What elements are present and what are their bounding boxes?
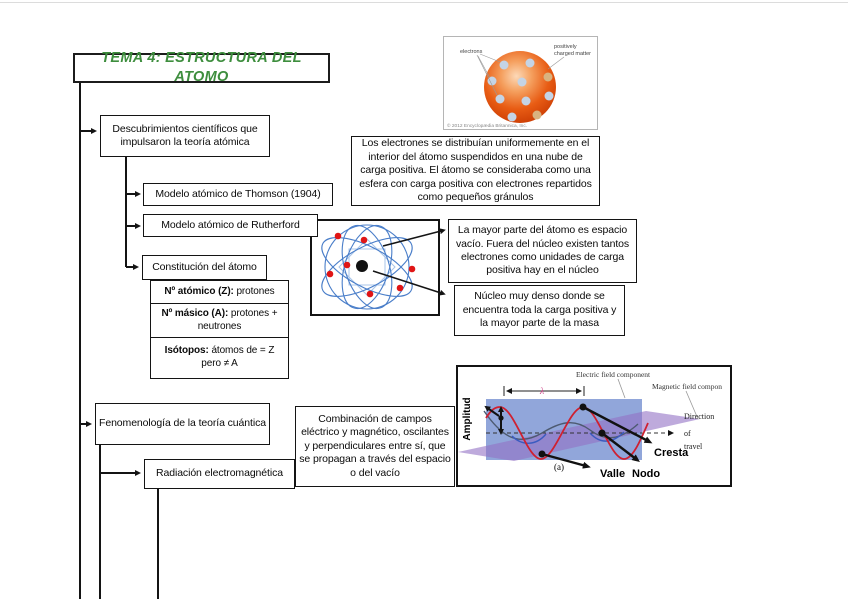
magnetic-leader-line bbox=[685, 390, 699, 420]
electric-field-label: Electric field component bbox=[576, 370, 651, 379]
page-edge bbox=[0, 2, 848, 3]
numero-masico-text: Nº másico (A): protones + neutrones bbox=[161, 308, 278, 332]
nucleus-dot bbox=[356, 260, 368, 272]
subfigure-label: (a) bbox=[554, 462, 564, 472]
direction-label-3: travel bbox=[684, 442, 703, 451]
trough-label: Valle bbox=[600, 468, 625, 480]
amplitude-arrows bbox=[484, 405, 504, 435]
positive-matter-label-2: charged matter bbox=[554, 51, 591, 57]
em-wave-graphic: λ Amplitud Cresta Valle Nodo (a) bbox=[458, 370, 722, 480]
magnetic-field-label: Magnetic field compon bbox=[652, 382, 722, 391]
direction-label-1: Direction bbox=[684, 412, 714, 421]
plum-pudding-graphic: electrons positively charged matter © 20… bbox=[447, 44, 591, 129]
electrons-label: electrons bbox=[460, 49, 483, 55]
node-isotopos: Isótopos: átomos de = Z pero ≠ A bbox=[150, 337, 289, 379]
node-radiacion: Radiación electromagnética bbox=[144, 459, 295, 489]
thomson-model-figure: electrons positively charged matter © 20… bbox=[443, 36, 598, 130]
rutherford-model-figure bbox=[310, 219, 440, 316]
magnetic-wave bbox=[483, 410, 639, 440]
node-numero-masico: Nº másico (A): protones + neutrones bbox=[150, 303, 289, 339]
lambda-label: λ bbox=[539, 387, 544, 397]
magnetic-wave-blue-1 bbox=[511, 433, 547, 444]
figure-credit: © 2012 Encyclopædia Britannica, Inc. bbox=[447, 122, 527, 129]
node-fenomenologia: Fenomenología de la teoría cuántica bbox=[95, 403, 270, 445]
node-modelo-thomson: Modelo atómico de Thomson (1904) bbox=[143, 183, 333, 206]
positive-matter-label-1: positively bbox=[554, 44, 577, 50]
note-rutherford-nucleo: Núcleo muy denso donde se encuentra toda… bbox=[454, 285, 625, 336]
direction-label-2: of bbox=[684, 429, 691, 438]
page-title: TEMA 4: ESTRUCTURA DEL ATOMO bbox=[73, 50, 330, 85]
electric-leader-line bbox=[617, 378, 626, 399]
note-thomson-desc: Los electrones se distribuían uniformeme… bbox=[351, 136, 600, 206]
magnetic-wave-blue-2 bbox=[589, 431, 625, 442]
wavelength-measure: λ bbox=[503, 386, 585, 397]
node-label: Nodo bbox=[632, 468, 660, 480]
node-descubrimientos: Descubrimientos científicos que impulsar… bbox=[100, 115, 270, 157]
numero-atomico-text: Nº atómico (Z): protones bbox=[164, 286, 275, 298]
electron-dots bbox=[487, 58, 554, 122]
note-radiacion-desc: Combinación de campos eléctrico y magnét… bbox=[295, 406, 455, 487]
feature-callouts bbox=[538, 403, 653, 469]
node-constitucion-atomo: Constitución del átomo bbox=[142, 255, 267, 280]
amplitude-label: Amplitud bbox=[462, 397, 473, 440]
crest-label: Cresta bbox=[654, 447, 689, 459]
magnetic-plane bbox=[458, 411, 700, 461]
node-numero-atomico: Nº atómico (Z): protones bbox=[150, 280, 289, 305]
positive-sphere-icon bbox=[484, 51, 556, 123]
rutherford-atom-graphic bbox=[321, 224, 416, 310]
isotopos-text: Isótopos: átomos de = Z pero ≠ A bbox=[164, 345, 275, 369]
node-modelo-rutherford: Modelo atómico de Rutherford bbox=[143, 214, 318, 237]
note-rutherford-espacio-vacio: La mayor parte del átomo es espacio vací… bbox=[448, 219, 637, 283]
em-wave-figure: λ Amplitud Cresta Valle Nodo (a) bbox=[456, 365, 732, 487]
electron-leader-lines bbox=[476, 53, 565, 96]
